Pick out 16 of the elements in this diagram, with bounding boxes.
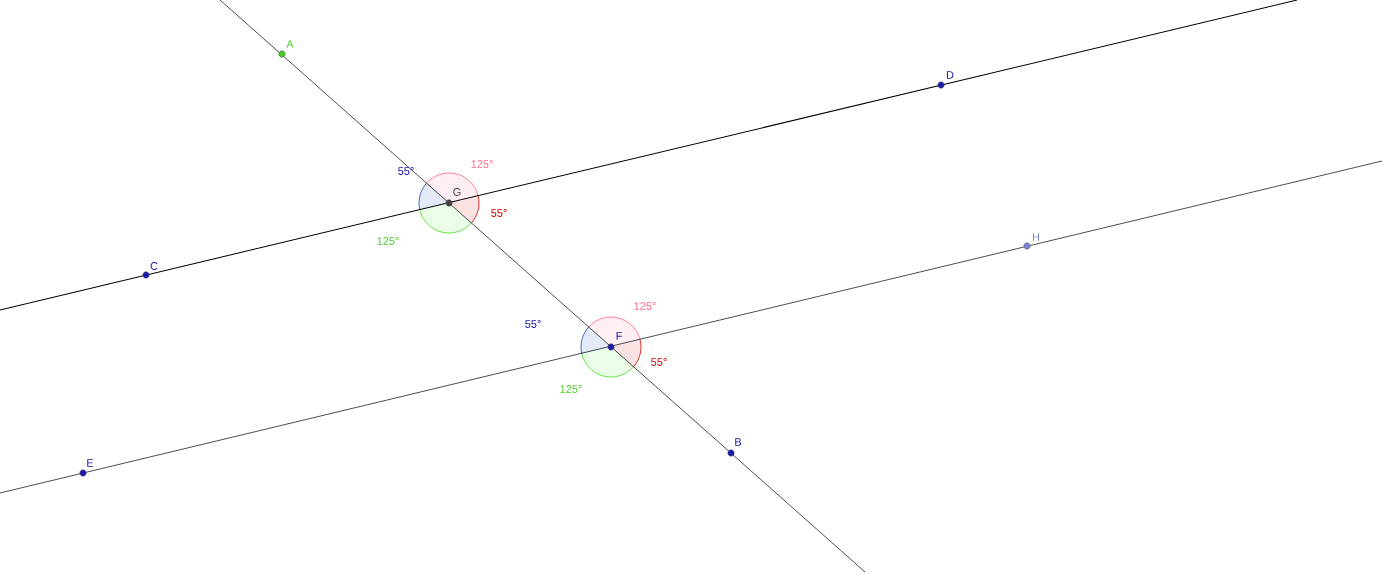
angle-label: 55° [398,167,414,175]
point-label: D [946,71,954,79]
point-label: B [735,438,742,446]
angle-label: 125° [634,302,656,310]
angle-label: 125° [560,385,582,393]
point-label: H [1032,233,1040,241]
point-label: G [453,188,461,196]
angle-label: 125° [471,160,493,168]
point-label: E [87,459,94,467]
angle-label: 55° [525,320,541,328]
angle-label: 125° [377,237,399,245]
point-label: F [616,332,622,340]
point-label: A [286,40,294,48]
angle-label: 55° [491,209,507,217]
point-label: C [150,262,158,270]
angle-label: 55° [651,358,667,366]
